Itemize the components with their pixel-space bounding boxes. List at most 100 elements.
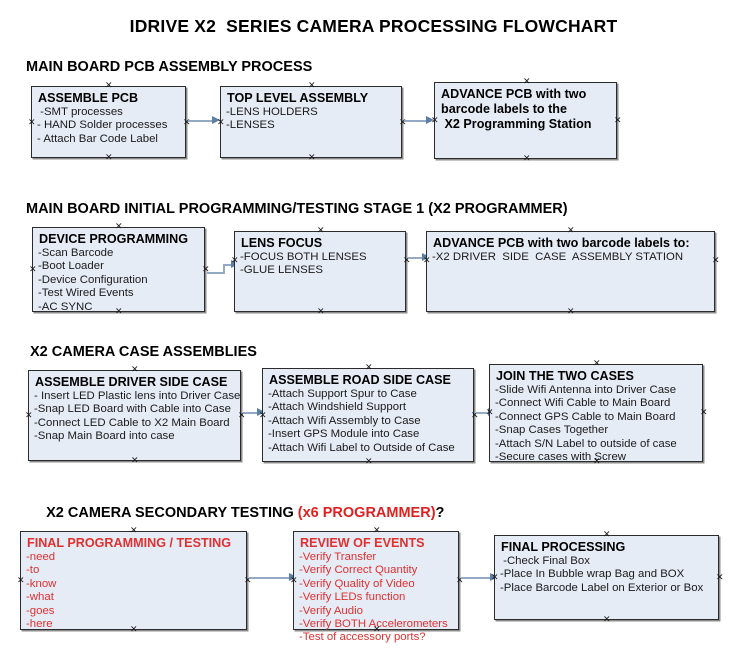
list-item: -Attach Support Spur to Case bbox=[268, 388, 417, 400]
section-heading-tail: ? bbox=[435, 505, 445, 521]
box-assemble-road-side-case[interactable]: ASSEMBLE ROAD SIDE CASE -Attach Support … bbox=[262, 368, 474, 462]
connector-handle-top[interactable] bbox=[115, 224, 122, 231]
list-item: -Insert GPS Module into Case bbox=[268, 428, 420, 441]
box-title: JOIN THE TWO CASES bbox=[496, 369, 634, 383]
box-title-line3: X2 Programming Station bbox=[441, 117, 592, 131]
box-item-list: -need -to -know -what -goes -here bbox=[26, 551, 242, 631]
list-item: -Device Configuration bbox=[38, 273, 148, 286]
list-item: -what bbox=[26, 591, 54, 604]
connector-handle-bottom[interactable] bbox=[308, 155, 315, 162]
box-advance-pcb-programming-station[interactable]: ADVANCE PCB with two barcode labels to t… bbox=[434, 82, 617, 159]
list-item: -Connect GPS Cable to Main Board bbox=[495, 410, 676, 423]
box-assemble-driver-side-case[interactable]: ASSEMBLE DRIVER SIDE CASE - Insert LED P… bbox=[28, 370, 241, 461]
list-item: -Scan Barcode bbox=[38, 247, 114, 259]
section-heading-text: X2 CAMERA SECONDARY TESTING bbox=[46, 505, 298, 521]
connector-handle-left[interactable] bbox=[423, 258, 430, 265]
box-lens-focus[interactable]: LENS FOCUS -FOCUS BOTH LENSES -GLUE LENS… bbox=[234, 231, 406, 312]
box-join-two-cases[interactable]: JOIN THE TWO CASES -Slide Wifi Antenna i… bbox=[486, 361, 703, 464]
list-item: -Attach Wifi Assembly to Case bbox=[268, 414, 421, 427]
connector-handle-top[interactable] bbox=[603, 532, 610, 539]
connector-handle-top[interactable] bbox=[365, 365, 372, 372]
box-title: ASSEMBLE DRIVER SIDE CASE bbox=[35, 375, 228, 389]
box-top-level-assembly[interactable]: TOP LEVEL ASSEMBLY -LENS HOLDERS -LENSES bbox=[220, 86, 402, 158]
connector-handle-right[interactable] bbox=[712, 258, 719, 265]
connector-handle-bottom[interactable] bbox=[567, 309, 574, 316]
list-item: -Connect LED Cable to X2 Main Board bbox=[34, 416, 230, 429]
box-assemble-pcb[interactable]: ASSEMBLE PCB -SMT processes - HAND Solde… bbox=[31, 86, 186, 158]
connector-handle-right[interactable] bbox=[183, 120, 190, 127]
connector-handle-left[interactable] bbox=[17, 578, 24, 585]
connector-handle-bottom[interactable] bbox=[317, 309, 324, 316]
connector-handle-right[interactable] bbox=[471, 413, 478, 420]
connector-handle-right[interactable] bbox=[700, 410, 707, 417]
connector-handle-top[interactable] bbox=[105, 83, 112, 90]
connector-handle-top[interactable] bbox=[131, 367, 138, 374]
connector-handle-bottom[interactable] bbox=[523, 156, 530, 163]
connector-handle-top[interactable] bbox=[308, 83, 315, 90]
section-heading-accent: (x6 PROGRAMMER) bbox=[297, 505, 436, 521]
connector-handle-left[interactable] bbox=[491, 575, 498, 582]
connector-handle-left[interactable] bbox=[231, 258, 238, 265]
box-item-list: -Attach Support Spur to Case -Attach Win… bbox=[268, 388, 469, 455]
section-heading-pcb: MAIN BOARD PCB ASSEMBLY PROCESS bbox=[26, 59, 313, 75]
connector-handle-right[interactable] bbox=[403, 258, 410, 265]
connector-handle-top[interactable] bbox=[567, 228, 574, 235]
box-item-list: -SMT processes - HAND Solder processes -… bbox=[37, 106, 181, 146]
connector-handle-left[interactable] bbox=[217, 120, 224, 127]
connector-handle-right[interactable] bbox=[614, 118, 621, 125]
connector-handle-top[interactable] bbox=[317, 228, 324, 235]
list-item: -SMT processes bbox=[37, 106, 123, 118]
box-item-list: -Check Final Box -Place In Bubble wrap B… bbox=[500, 555, 714, 595]
arrow-finalprog-to-review bbox=[249, 573, 297, 582]
box-advance-pcb-driver-station[interactable]: ADVANCE PCB with two barcode labels to: … bbox=[426, 231, 715, 312]
list-item: -Verify Transfer bbox=[299, 551, 377, 563]
list-item: -Verify LEDs function bbox=[299, 591, 406, 604]
box-title: FINAL PROCESSING bbox=[501, 540, 626, 554]
box-item-list: -Slide Wifi Antenna into Driver Case -Co… bbox=[495, 384, 698, 464]
list-item: -goes bbox=[26, 604, 55, 617]
connector-handle-right[interactable] bbox=[716, 575, 723, 582]
connector-handle-top[interactable] bbox=[523, 79, 530, 86]
connector-handle-left[interactable] bbox=[431, 118, 438, 125]
box-title: REVIEW OF EVENTS bbox=[300, 536, 425, 550]
box-title: TOP LEVEL ASSEMBLY bbox=[227, 91, 369, 105]
connector-handle-bottom[interactable] bbox=[105, 155, 112, 162]
list-item: -Verify Audio bbox=[299, 604, 363, 617]
connector-handle-left[interactable] bbox=[290, 578, 297, 585]
list-item-overflow: -Test of accessory ports? bbox=[299, 631, 426, 644]
box-title: ASSEMBLE PCB bbox=[38, 91, 139, 105]
list-item: -Check Final Box bbox=[500, 555, 590, 567]
list-item: -Verify BOTH Accelerometers bbox=[299, 618, 448, 631]
list-item: -X2 DRIVER SIDE CASE ASSEMBLY STATION bbox=[432, 251, 684, 263]
connector-handle-top[interactable] bbox=[593, 361, 600, 368]
box-final-processing[interactable]: FINAL PROCESSING -Check Final Box -Place… bbox=[494, 535, 719, 620]
connector-handle-right[interactable] bbox=[244, 578, 251, 585]
arrow-pcb-to-toplevel bbox=[188, 116, 220, 125]
list-item: -Snap LED Board with Cable into Case bbox=[34, 403, 231, 416]
box-item-list: - Insert LED Plastic lens into Driver Ca… bbox=[34, 390, 240, 444]
box-title: LENS FOCUS bbox=[241, 236, 323, 250]
box-final-programming-testing[interactable]: FINAL PROGRAMMING / TESTING -need -to -k… bbox=[20, 531, 247, 630]
section-heading-stage1: MAIN BOARD INITIAL PROGRAMMING/TESTING S… bbox=[26, 201, 568, 217]
box-item-list: -X2 DRIVER SIDE CASE ASSEMBLY STATION bbox=[432, 251, 710, 264]
box-item-list: -Scan Barcode -Boot Loader -Device Confi… bbox=[38, 247, 200, 314]
connector-handle-bottom[interactable] bbox=[131, 458, 138, 465]
connector-handle-left[interactable] bbox=[25, 413, 32, 420]
connector-handle-left[interactable] bbox=[28, 120, 35, 127]
connector-handle-left[interactable] bbox=[486, 410, 493, 417]
box-review-of-events[interactable]: REVIEW OF EVENTS -Verify Transfer -Verif… bbox=[290, 531, 459, 643]
connector-handle-bottom[interactable] bbox=[365, 459, 372, 466]
connector-handle-left[interactable] bbox=[259, 413, 266, 420]
connector-handle-left[interactable] bbox=[29, 267, 36, 274]
list-item: -Snap Main Board into case bbox=[34, 430, 175, 443]
box-device-programming[interactable]: DEVICE PROGRAMMING -Scan Barcode -Boot L… bbox=[29, 224, 205, 314]
connector-handle-right[interactable] bbox=[238, 413, 245, 420]
list-item: -Attach Windshield Support bbox=[268, 401, 407, 414]
list-item: -GLUE LENSES bbox=[240, 264, 323, 277]
connector-handle-bottom[interactable] bbox=[603, 617, 610, 624]
connector-handle-right[interactable] bbox=[399, 120, 406, 127]
box-title: ASSEMBLE ROAD SIDE CASE bbox=[269, 373, 451, 387]
connector-handle-right[interactable] bbox=[456, 578, 463, 585]
list-item: -FOCUS BOTH LENSES bbox=[240, 251, 367, 263]
list-item: -Secure cases with Screw bbox=[495, 451, 627, 464]
